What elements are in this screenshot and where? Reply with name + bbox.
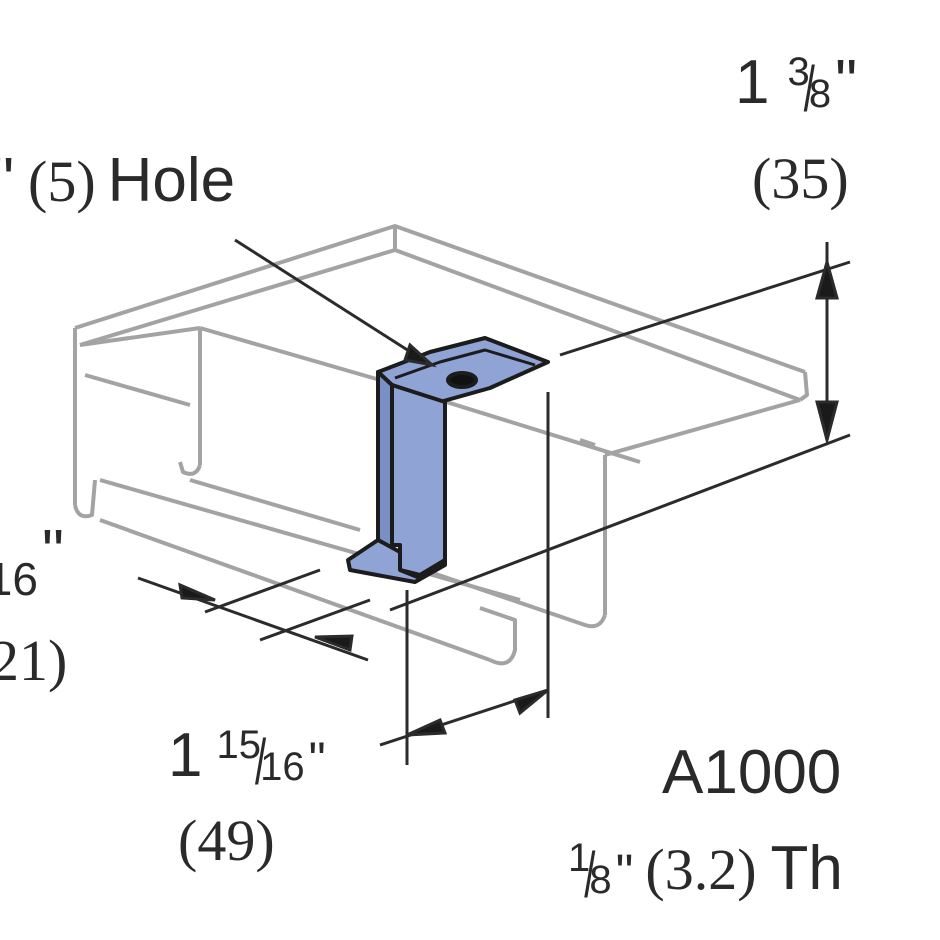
width-fraction: 15/16 xyxy=(216,723,305,799)
a1000-bracket xyxy=(346,336,550,584)
thickness-metric: (3.2) xyxy=(645,837,757,902)
height-whole: 1 xyxy=(735,48,770,117)
height-dimension-metric: (35) xyxy=(752,146,849,211)
thickness-suffix: Th xyxy=(770,834,843,903)
hole-label: " (5) Hole xyxy=(0,150,235,212)
width-inch-mark: " xyxy=(308,734,326,787)
height-fraction: 3/8 xyxy=(787,50,832,126)
hole-text: Hole xyxy=(107,146,236,215)
thickness-fraction: 1/8 xyxy=(568,836,612,912)
thickness-inch-mark: " xyxy=(615,844,634,900)
depth-dimension-metric: 21) xyxy=(0,628,68,693)
width-whole: 1 xyxy=(168,721,203,790)
width-dimension-imperial: 1 15/16 " xyxy=(168,723,326,799)
dimension-lines xyxy=(137,238,851,765)
depth-dimension-imperial: /16 " xyxy=(0,522,64,605)
thickness-spec: 1/8 " (3.2) Th xyxy=(568,836,843,912)
height-inch-mark: " xyxy=(835,48,858,117)
height-dimension-imperial: 1 3/8 " xyxy=(735,50,857,126)
depth-fraction: /16 xyxy=(0,553,38,605)
width-dimension-metric: (49) xyxy=(178,808,275,873)
part-number: A1000 xyxy=(662,738,842,807)
hole-metric: (5) xyxy=(28,149,96,214)
strut-channel xyxy=(73,224,809,666)
hole-inch-mark: " xyxy=(0,146,14,215)
depth-inch-mark: " xyxy=(41,518,64,587)
